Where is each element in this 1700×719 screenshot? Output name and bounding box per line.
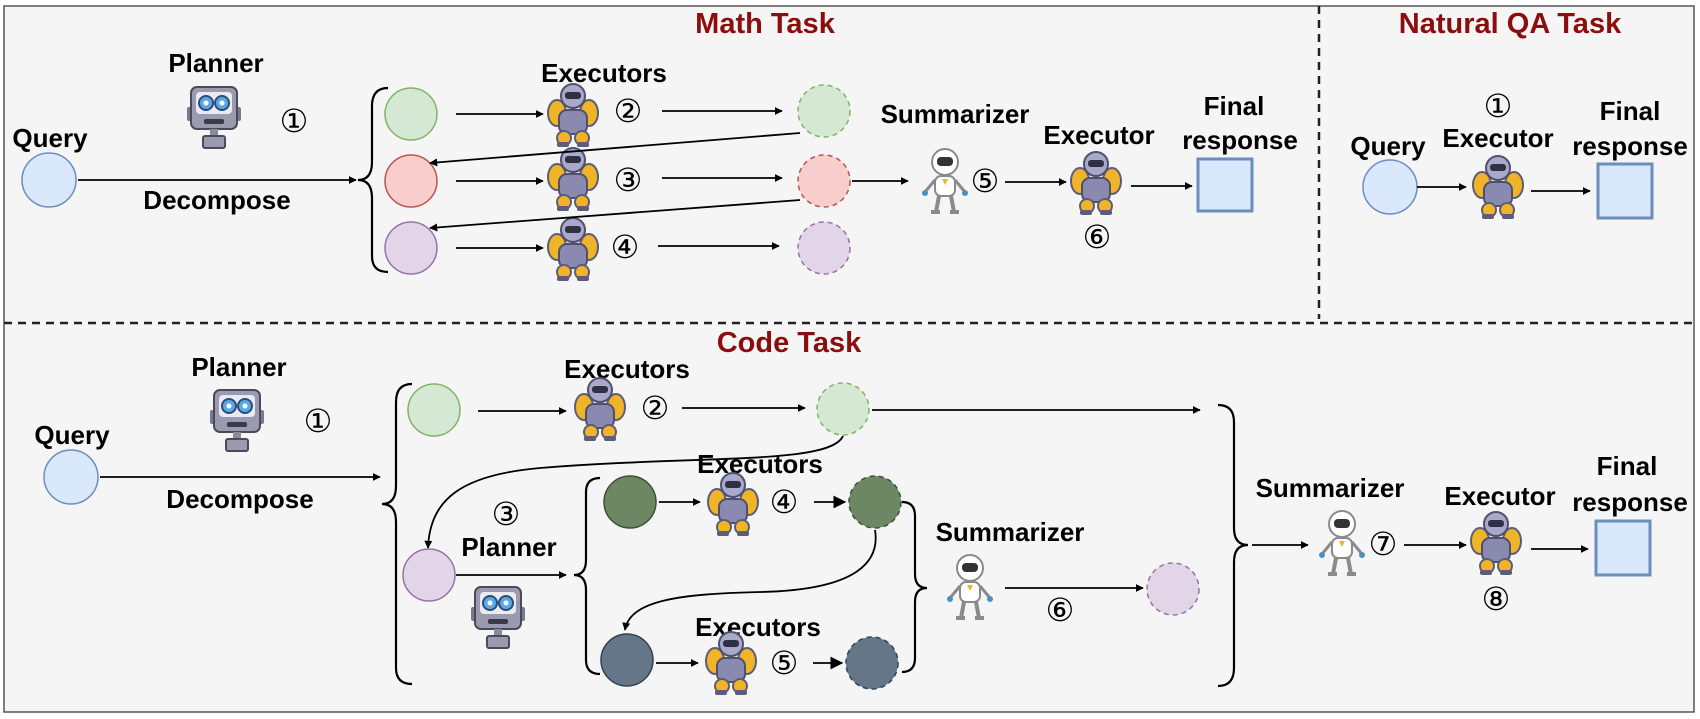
math-query-label: Query	[12, 123, 88, 153]
qa-final-label-line1: Final	[1600, 96, 1661, 126]
code-inner-right-brace	[901, 500, 928, 674]
math-result-green[interactable]	[797, 84, 851, 138]
code-final-label-line2: response	[1572, 487, 1688, 517]
code-left-brace	[381, 382, 413, 686]
code-decompose-label: Decompose	[166, 484, 313, 514]
math-final-label-line2: response	[1182, 125, 1298, 155]
qa-query-label: Query	[1350, 131, 1426, 161]
qa-executor-label: Executor	[1442, 123, 1553, 153]
code-query-label: Query	[34, 420, 110, 450]
math-task-panel: Math Task Query Planner ① Decompose Exec…	[12, 8, 1298, 282]
code-right-brace	[1217, 403, 1249, 688]
code-inner-left-brace	[573, 476, 601, 676]
code-result-slate[interactable]	[845, 636, 899, 690]
code-result-darkgreen[interactable]	[848, 475, 902, 529]
math-final-label-line1: Final	[1204, 91, 1265, 121]
math-left-brace	[357, 86, 389, 274]
math-feedback-red-to-purple	[429, 199, 801, 232]
code-query-node[interactable]	[43, 449, 99, 505]
math-summarizer-label: Summarizer	[881, 99, 1030, 129]
code-step-8: ⑧	[1482, 581, 1511, 617]
qa-task-title: Natural QA Task	[1399, 8, 1622, 40]
code-executors-bottom-label: Executors	[695, 612, 821, 642]
code-executors-top-label: Executors	[564, 354, 690, 384]
math-subtask-purple[interactable]	[384, 221, 438, 275]
code-planner2-label: Planner	[461, 532, 556, 562]
code-step-4: ④	[770, 484, 799, 520]
math-step-3: ③	[614, 162, 643, 198]
code-summarizer-label: Summarizer	[1256, 473, 1405, 503]
math-result-red[interactable]	[797, 154, 851, 208]
code-result-purple[interactable]	[1146, 562, 1200, 616]
qa-final-response-box[interactable]	[1596, 162, 1654, 220]
code-task-panel: Code Task Query Planner ① Decompose Exec…	[34, 327, 1688, 696]
math-subtask-green[interactable]	[384, 87, 438, 141]
math-result-purple[interactable]	[797, 221, 851, 275]
code-result-green[interactable]	[816, 382, 870, 436]
math-query-node[interactable]	[21, 152, 77, 208]
code-final-label-line1: Final	[1597, 451, 1658, 481]
math-step-5: ⑤	[971, 163, 1000, 199]
code-curve-green-to-purple	[424, 435, 844, 549]
code-subtask-slate[interactable]	[600, 633, 654, 687]
math-planner-label: Planner	[168, 48, 263, 78]
outer-frame	[3, 5, 1695, 713]
code-step-7: ⑦	[1369, 526, 1398, 562]
math-step-1: ①	[280, 103, 309, 139]
code-step-6: ⑥	[1046, 592, 1075, 628]
qa-task-panel: Natural QA Task Query ① Executor Final r…	[1350, 8, 1688, 220]
code-task-title: Code Task	[717, 327, 862, 359]
code-subtask-green[interactable]	[407, 383, 461, 437]
math-executors-label: Executors	[541, 58, 667, 88]
math-feedback-green-to-red	[429, 132, 801, 167]
code-step-2: ②	[641, 390, 670, 426]
code-subtask-purple[interactable]	[402, 548, 456, 602]
code-summarizer-inner-label: Summarizer	[936, 517, 1085, 547]
math-step-6: ⑥	[1083, 219, 1112, 255]
code-step-1: ①	[304, 403, 333, 439]
math-decompose-label: Decompose	[143, 185, 290, 215]
math-subtask-red[interactable]	[384, 154, 438, 208]
code-planner-label: Planner	[191, 352, 286, 382]
math-step-2: ②	[614, 93, 643, 129]
math-final-response-box[interactable]	[1196, 157, 1254, 213]
code-step-3: ③	[492, 496, 521, 532]
qa-step-1: ①	[1484, 88, 1513, 124]
math-task-title: Math Task	[695, 8, 836, 40]
code-final-response-box[interactable]	[1594, 519, 1652, 577]
math-executor-label: Executor	[1043, 120, 1154, 150]
code-executor-label: Executor	[1444, 481, 1555, 511]
code-executors-mid-label: Executors	[697, 449, 823, 479]
code-step-5: ⑤	[770, 645, 799, 681]
code-curve-darkgreen-to-slate	[622, 529, 877, 631]
math-step-4: ④	[611, 229, 640, 265]
code-subtask-darkgreen[interactable]	[603, 475, 657, 529]
qa-query-node[interactable]	[1362, 159, 1418, 215]
qa-final-label-line2: response	[1572, 131, 1688, 161]
